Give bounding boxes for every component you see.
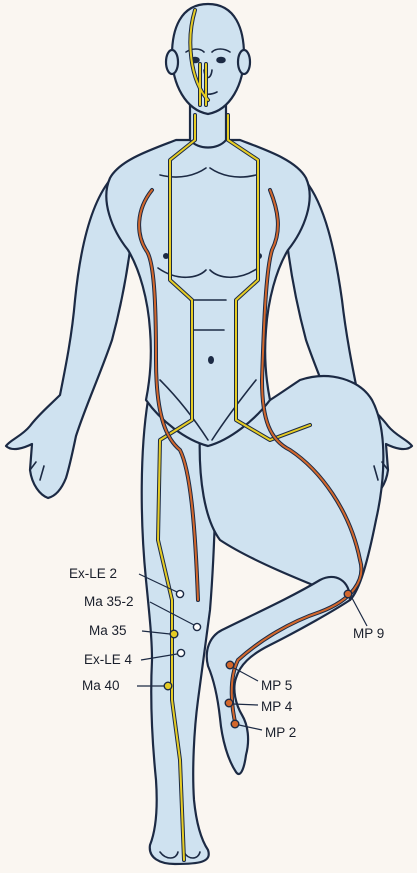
label-mp-5: MP 5 xyxy=(261,678,292,693)
arm-left xyxy=(6,180,130,498)
point-ma-40 xyxy=(164,682,172,690)
label-mp-4: MP 4 xyxy=(261,699,293,714)
label-ma-35-2: Ma 35-2 xyxy=(84,594,134,609)
point-mp-2 xyxy=(231,720,239,728)
label-mp-2: MP 2 xyxy=(265,725,296,740)
label-ma-40: Ma 40 xyxy=(82,678,120,693)
label-ma-35: Ma 35 xyxy=(89,623,127,638)
point-ma-35-2 xyxy=(193,623,200,630)
point-ex-le-2 xyxy=(176,590,183,597)
label-mp-9: MP 9 xyxy=(353,626,384,641)
body-silhouette xyxy=(6,4,412,864)
ear-right xyxy=(238,50,250,74)
point-mp-9 xyxy=(344,590,352,598)
point-mp-4 xyxy=(225,699,233,707)
point-ex-le-4 xyxy=(177,649,184,656)
point-mp-5 xyxy=(226,661,234,669)
ear-left xyxy=(166,50,178,74)
label-ex-le-4: Ex-LE 4 xyxy=(84,652,133,667)
navel xyxy=(208,356,214,364)
point-ma-35 xyxy=(170,630,178,638)
label-ex-le-2: Ex-LE 2 xyxy=(69,566,117,581)
